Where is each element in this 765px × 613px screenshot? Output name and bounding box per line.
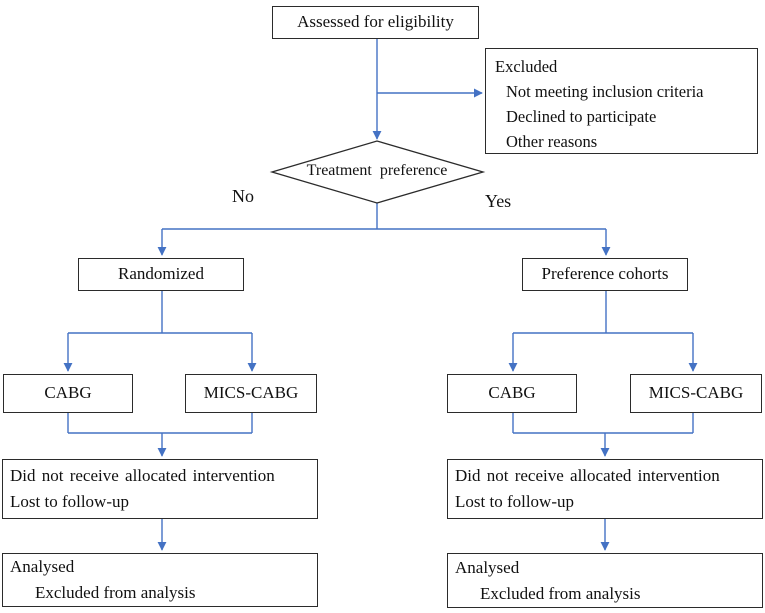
left-cabg-box: CABG xyxy=(3,374,133,413)
preference-cohorts-label: Preference cohorts xyxy=(541,264,669,284)
excluded-title: Excluded xyxy=(495,57,558,76)
analysed-line: Analysed xyxy=(455,557,520,577)
analysed-line: Excluded from analysis xyxy=(35,583,196,602)
excluded-box: Excluded Not meeting inclusion criteria … xyxy=(485,48,758,154)
right-cabg-box: CABG xyxy=(447,374,577,413)
left-cabg-label: CABG xyxy=(44,383,92,403)
left-followup-box: Did not receive allocated intervention L… xyxy=(2,459,318,519)
decision-label: Treatment preference xyxy=(306,162,448,179)
analysed-line: Excluded from analysis xyxy=(480,583,641,603)
preference-cohorts-box: Preference cohorts xyxy=(522,258,688,291)
right-mics-cabg-label: MICS-CABG xyxy=(648,383,744,403)
assessed-label: Assessed for eligibility xyxy=(297,12,454,32)
assessed-box: Assessed for eligibility xyxy=(272,6,479,39)
left-analysed-box: Analysed Excluded from analysis xyxy=(2,553,318,607)
right-mics-cabg-box: MICS-CABG xyxy=(630,374,762,413)
followup-line: Did not receive allocated intervention xyxy=(10,466,275,485)
randomized-label: Randomized xyxy=(118,264,204,284)
followup-line: Did not receive allocated intervention xyxy=(455,466,720,485)
left-mics-cabg-box: MICS-CABG xyxy=(185,374,317,413)
excluded-item: Declined to participate xyxy=(506,107,657,126)
excluded-item: Other reasons xyxy=(506,132,598,151)
analysed-line: Analysed xyxy=(10,557,75,576)
branch-yes-label: Yes xyxy=(485,191,512,211)
followup-line: Lost to follow-up xyxy=(455,492,574,511)
excluded-item: Not meeting inclusion criteria xyxy=(506,82,704,101)
followup-line: Lost to follow-up xyxy=(10,492,129,511)
decision-diamond-shape xyxy=(269,140,486,204)
right-cabg-label: CABG xyxy=(488,383,536,403)
branch-no-label: No xyxy=(232,186,254,206)
right-followup-box: Did not receive allocated intervention L… xyxy=(447,459,763,519)
left-mics-cabg-label: MICS-CABG xyxy=(203,383,299,403)
right-analysed-box: Analysed Excluded from analysis xyxy=(447,553,763,608)
randomized-box: Randomized xyxy=(78,258,244,291)
connector-trunk-lines xyxy=(67,203,694,434)
